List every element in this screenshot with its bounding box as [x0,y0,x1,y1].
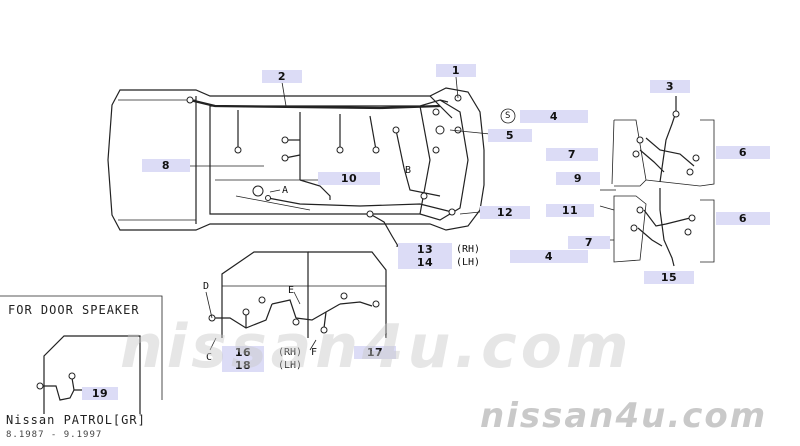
callout-8: 8 [142,159,190,172]
callout-16: 16 [222,346,264,359]
period-range: 8.1987 - 9.1997 [6,430,103,440]
callout-17: 17 [354,346,396,359]
note-rh-16: (RH) [278,347,303,358]
letter-d: D [203,281,210,292]
door-harness-detail [205,251,387,351]
callout-10: 10 [318,172,380,185]
callout-2: 2 [262,70,302,83]
watermark-large: nissan4u.com [120,312,633,382]
callout-12: 12 [480,206,530,219]
car-body-outline [107,87,485,231]
callout-7-bottom: 7 [568,236,610,249]
callout-3: 3 [650,80,690,93]
vehicle-name: Nissan PATROL[GR] [6,413,146,427]
callout-4-bottom: 4 [510,250,588,263]
harness-10 [252,99,456,247]
s-mark: S [505,111,511,121]
note-lh-14: (LH) [456,257,481,268]
door-speaker-inset [0,295,163,414]
callout-7-top: 7 [546,148,598,161]
callout-11: 11 [546,204,594,217]
callout-4-top: 4 [520,110,588,123]
callout-14: 14 [398,256,452,269]
callout-18: 18 [222,359,264,372]
callout-6-bottom: 6 [716,212,770,225]
harness-2 [186,94,462,200]
callout-6-top: 6 [716,146,770,159]
note-lh-18: (LH) [278,360,303,371]
door-speaker-caption: FOR DOOR SPEAKER [8,303,140,317]
callout-1: 1 [436,64,476,77]
watermark-corner: nissan4u.com [480,396,768,436]
letter-e: E [288,285,295,296]
callout-9: 9 [556,172,600,185]
callout-15: 15 [644,271,694,284]
letter-f: F [311,347,318,358]
connector-detail [599,96,715,267]
callout-5: 5 [488,129,532,142]
callout-19: 19 [82,387,118,400]
letter-b: B [405,165,412,176]
letter-c: C [206,352,213,363]
s-mark-circle [500,108,516,124]
note-rh-13: (RH) [456,244,481,255]
letter-a: A [282,185,289,196]
callout-13: 13 [398,243,452,256]
